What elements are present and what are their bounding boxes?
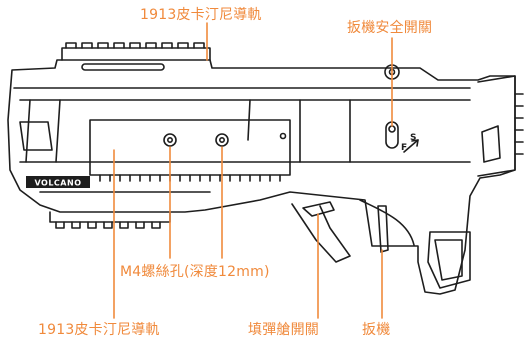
grip-outline	[427, 231, 471, 289]
safety-switch-label: 扳機安全開關	[347, 20, 433, 36]
magazine-release-label: 填彈艙開關	[248, 322, 319, 338]
bottom-picatinny-rail	[49, 211, 171, 229]
magazine-well	[291, 203, 351, 263]
m4-screw-hole-4	[219, 137, 226, 144]
logo-text: VOLCANO	[34, 179, 81, 188]
rear-slots	[514, 93, 524, 155]
safety-mark-fire: F	[401, 143, 407, 153]
safety-arrow-head	[411, 139, 419, 147]
upper-fins	[25, 99, 351, 163]
trigger	[377, 205, 389, 253]
small-pin	[279, 132, 287, 140]
safety-switch-knob	[388, 125, 396, 133]
top-picatinny-rail	[61, 42, 211, 71]
trigger-guard	[359, 199, 415, 246]
rear-block	[477, 75, 516, 177]
top-rail-label: 1913皮卡汀尼導軌	[140, 7, 262, 23]
grip-panel	[434, 239, 463, 281]
rear-window	[481, 125, 501, 163]
m4-screw-hole-3	[215, 133, 229, 147]
m4-screw-hole-2	[167, 137, 174, 144]
front-window	[19, 121, 53, 151]
magazine-release-lever	[302, 201, 335, 217]
logo-plate: VOLCANO	[26, 176, 90, 188]
safety-arrow-icon	[403, 139, 419, 153]
safety-mark-safe: S	[410, 133, 416, 143]
m4-screw-holes-label: M4螺絲孔(深度12mm)	[120, 264, 270, 280]
m4-screw-hole-1	[163, 133, 177, 147]
side-rail-mount	[89, 119, 291, 182]
receiver-body	[7, 59, 516, 295]
trigger-label: 扳機	[362, 322, 391, 338]
bottom-rail-label: 1913皮卡汀尼導軌	[38, 322, 160, 338]
